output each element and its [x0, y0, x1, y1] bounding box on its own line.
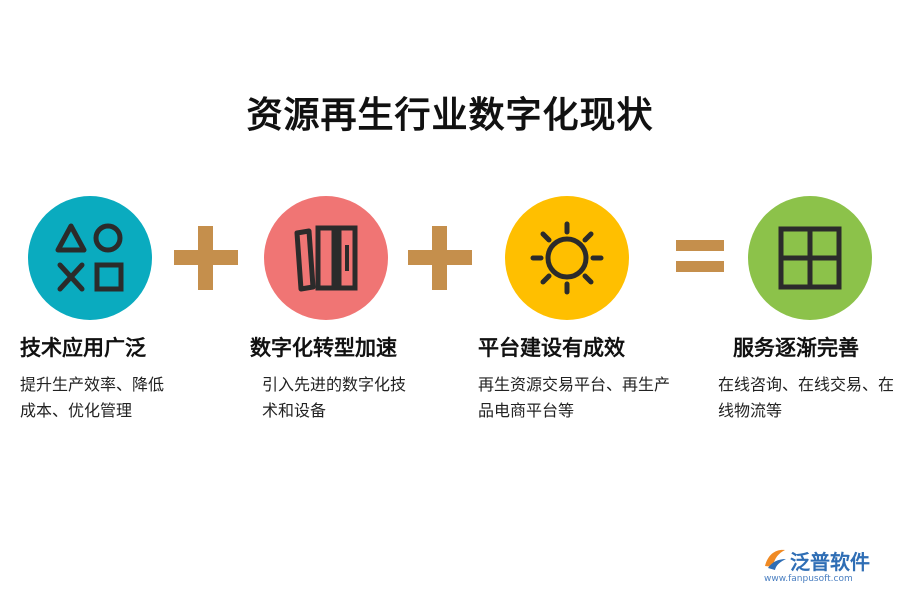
- step-1-circle: [28, 196, 152, 320]
- step-4-circle: [748, 196, 872, 320]
- step-1-description: 提升生产效率、降低成本、优化管理: [20, 375, 165, 420]
- books-icon: [294, 225, 358, 292]
- logo-name: 泛普软件: [790, 550, 870, 574]
- step-4-description: 在线咨询、在线交易、在线物流等: [718, 375, 895, 420]
- step-2-heading: 数字化转型加速: [250, 336, 397, 360]
- step-3-heading: 平台建设有成效: [478, 336, 625, 360]
- plus-operator-1: [174, 226, 238, 290]
- sun-icon: [530, 221, 604, 295]
- logo-mark-icon: [765, 549, 786, 570]
- equals-operator: [676, 240, 724, 274]
- step-4-heading: 服务逐渐完善: [733, 336, 859, 360]
- grid-icon: [778, 226, 842, 290]
- brand-logo: 泛普软件 www.fanpusoft.com: [758, 544, 888, 588]
- step-1-heading: 技术应用广泛: [20, 336, 146, 360]
- step-3-description: 再生资源交易平台、再生产品电商平台等: [478, 375, 671, 420]
- logo-url: www.fanpusoft.com: [764, 574, 853, 584]
- step-3-circle: [505, 196, 629, 320]
- shapes-icon: [55, 223, 124, 292]
- step-2-circle: [264, 196, 388, 320]
- step-2-description: 引入先进的数字化技术和设备: [262, 375, 407, 420]
- page-title: 资源再生行业数字化现状: [246, 95, 654, 136]
- plus-operator-2: [408, 226, 472, 290]
